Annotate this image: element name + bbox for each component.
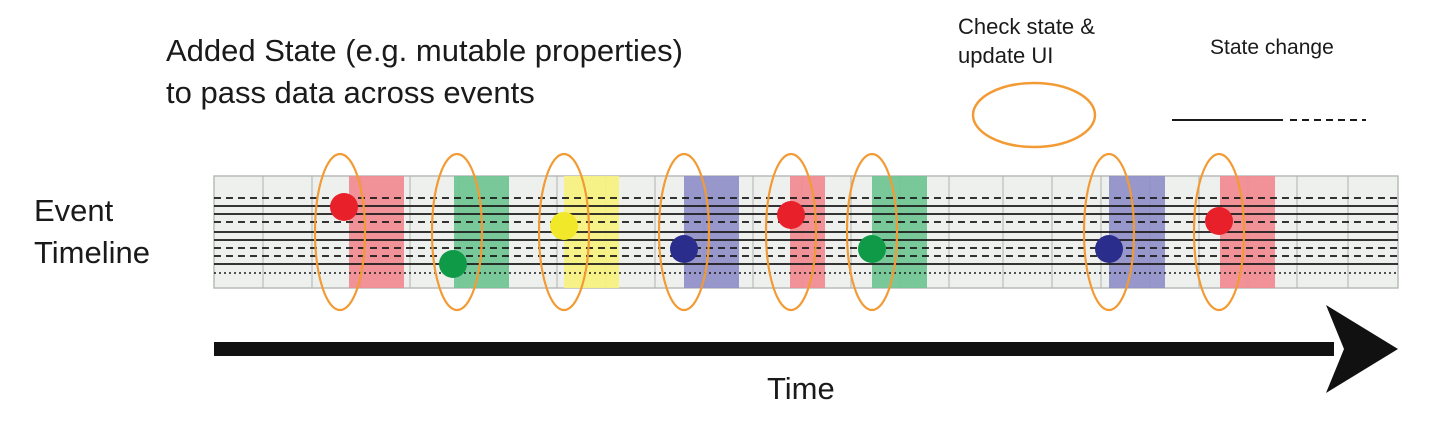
time-arrow-shaft bbox=[214, 342, 1334, 356]
check-state-oval bbox=[1082, 152, 1136, 312]
event-dot-blue bbox=[670, 235, 698, 263]
legend-check-oval bbox=[971, 81, 1097, 149]
state-lines bbox=[214, 197, 1398, 274]
event-dot-green bbox=[858, 235, 886, 263]
check-state-oval bbox=[845, 152, 899, 312]
title-line-1: Added State (e.g. mutable properties) bbox=[166, 33, 683, 68]
time-arrow bbox=[214, 305, 1398, 393]
time-axis-label: Time bbox=[767, 371, 835, 406]
event-timeline-label: Event Timeline bbox=[34, 190, 150, 274]
event-dot-green bbox=[439, 250, 467, 278]
time-arrow-head bbox=[1326, 305, 1398, 393]
check-state-oval bbox=[430, 152, 484, 312]
check-state-label-line-2: update UI bbox=[958, 43, 1054, 68]
timeline-box bbox=[213, 175, 1399, 289]
check-state-oval bbox=[657, 152, 711, 312]
state-change-label: State change bbox=[1210, 36, 1334, 59]
event-dot-red bbox=[1205, 207, 1233, 235]
event-dot-red bbox=[330, 193, 358, 221]
event-dot-red bbox=[777, 201, 805, 229]
diagram-title: Added State (e.g. mutable properties) to… bbox=[166, 30, 683, 114]
check-state-oval bbox=[1192, 152, 1246, 312]
check-state-label: Check state & update UI bbox=[958, 12, 1095, 70]
check-state-label-line-1: Check state & bbox=[958, 14, 1095, 39]
check-state-ovals bbox=[313, 152, 1246, 312]
title-line-2: to pass data across events bbox=[166, 75, 535, 110]
event-dots bbox=[330, 193, 1233, 278]
check-state-oval bbox=[764, 152, 818, 312]
event-dot-yellow bbox=[550, 212, 578, 240]
event-timeline-label-line-2: Timeline bbox=[34, 235, 150, 270]
check-state-oval bbox=[537, 152, 591, 312]
event-dot-blue bbox=[1095, 235, 1123, 263]
event-timeline-label-line-1: Event bbox=[34, 193, 114, 228]
check-state-oval bbox=[313, 152, 367, 312]
